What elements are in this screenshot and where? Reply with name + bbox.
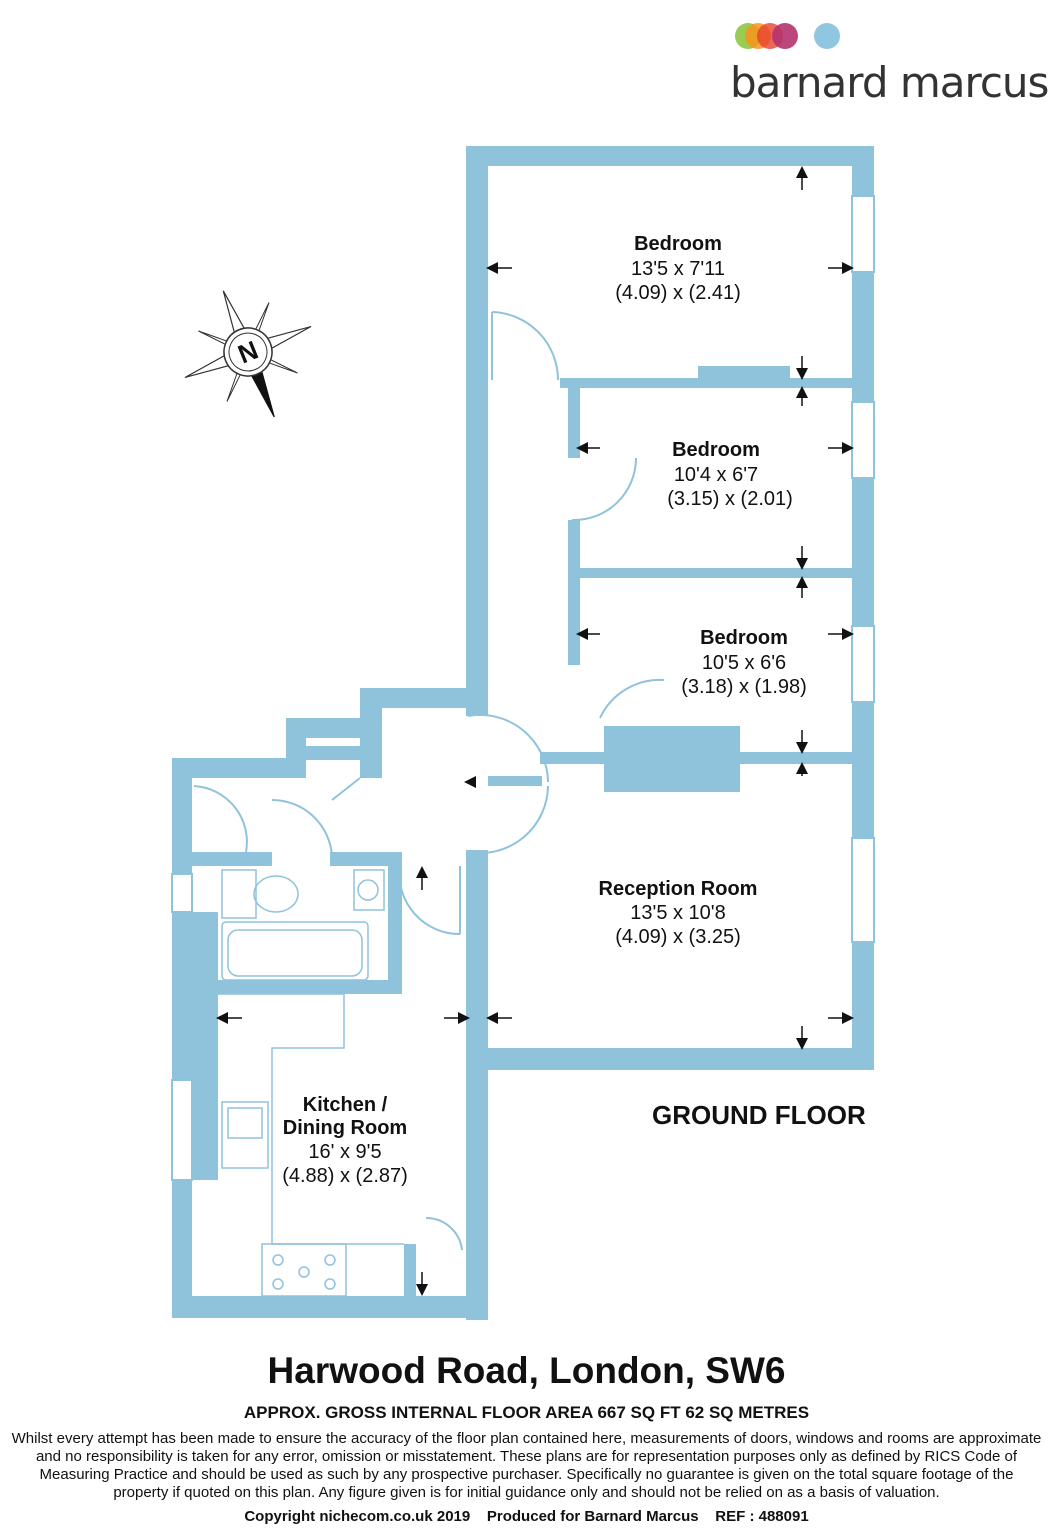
room-name: Reception Room: [599, 878, 758, 900]
room-metric: (4.88) x (2.87): [282, 1165, 408, 1187]
room-imperial: 16' x 9'5: [308, 1141, 381, 1163]
brand-name: barnard marcus: [730, 58, 1049, 107]
property-address: Harwood Road, London, SW6: [267, 1350, 786, 1391]
room-imperial: 13'5 x 7'11: [631, 258, 725, 280]
brand-dots: [735, 23, 840, 49]
room-name: Bedroom: [672, 439, 760, 461]
room-bedroom-3: Bedroom 10'5 x 6'6 (3.18) x (1.98): [681, 627, 807, 698]
room-kitchen-dining: Kitchen / Dining Room 16' x 9'5 (4.88) x…: [282, 1094, 408, 1187]
room-metric: (4.09) x (3.25): [615, 926, 741, 948]
brand-logo: barnard marcus: [730, 18, 1049, 107]
room-name: Bedroom: [634, 233, 722, 255]
doors: [193, 311, 665, 1251]
floor-plan: N Bedroom 13'5 x 7'11 (4.09) x (2.41) Be…: [171, 146, 875, 1320]
room-name-line1: Kitchen /: [303, 1094, 388, 1116]
fixtures: [218, 869, 404, 1297]
room-metric: (4.09) x (2.41): [615, 282, 741, 304]
room-imperial: 10'5 x 6'6: [702, 652, 786, 674]
room-name: Bedroom: [700, 627, 788, 649]
copyright-line: Copyright nichecom.co.uk 2019 Produced f…: [244, 1508, 809, 1525]
windows: [171, 195, 875, 1181]
room-name-line2: Dining Room: [283, 1117, 407, 1139]
room-reception: Reception Room 13'5 x 10'8 (4.09) x (3.2…: [599, 878, 758, 948]
room-bedroom-1: Bedroom 13'5 x 7'11 (4.09) x (2.41): [615, 233, 741, 304]
floor-area: APPROX. GROSS INTERNAL FLOOR AREA 667 SQ…: [243, 1403, 810, 1422]
room-imperial: 13'5 x 10'8: [630, 902, 726, 924]
disclaimer-text: Whilst every attempt has been made to en…: [11, 1430, 1042, 1501]
dimension-arrows: [216, 166, 854, 1296]
floor-label: GROUND FLOOR: [652, 1100, 866, 1130]
room-metric: (3.18) x (1.98): [681, 676, 807, 698]
compass-icon: N: [184, 290, 312, 418]
room-bedroom-2: Bedroom 10'4 x 6'7 (3.15) x (2.01): [667, 439, 793, 510]
walls: [172, 146, 874, 1320]
room-metric: (3.15) x (2.01): [667, 488, 793, 510]
room-imperial: 10'4 x 6'7: [674, 464, 758, 486]
